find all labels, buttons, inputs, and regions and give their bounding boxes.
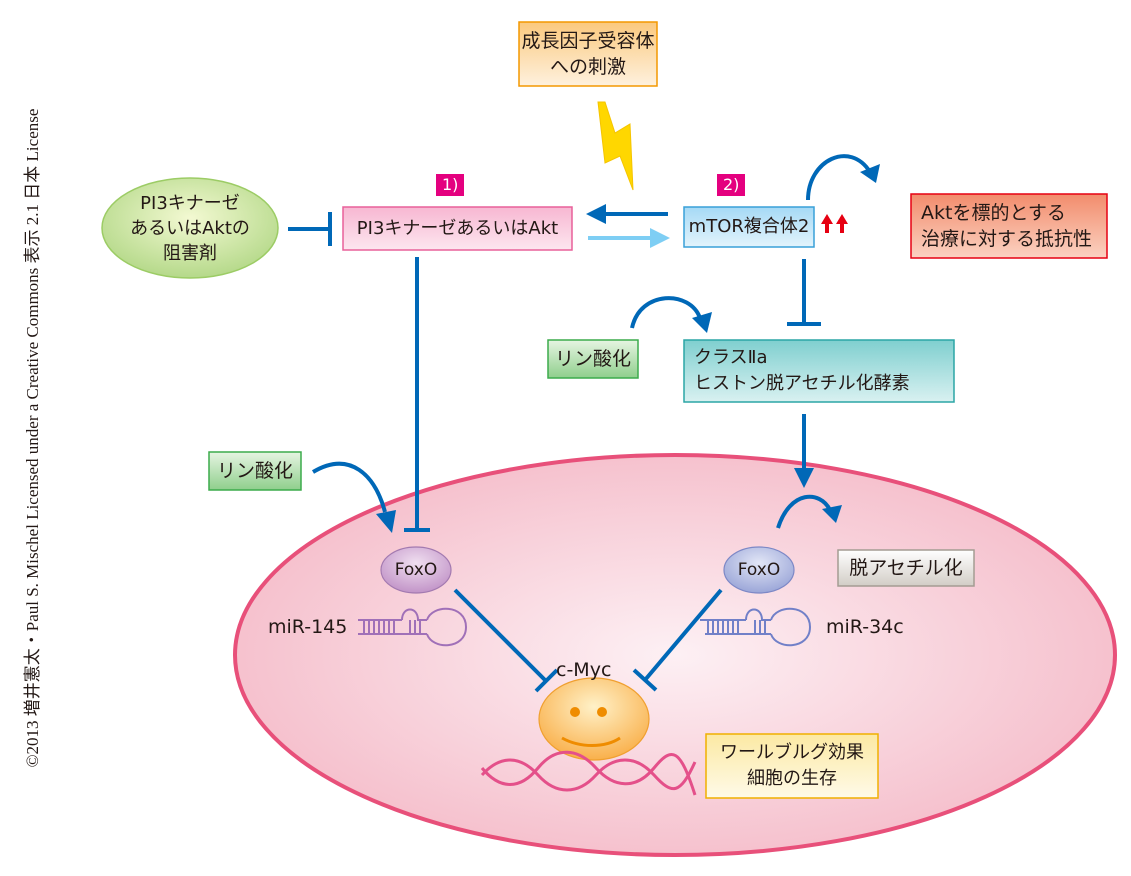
mir-145-label: miR-145	[268, 616, 348, 638]
cmyc-label: c-Myc	[556, 659, 612, 681]
foxo-left-label: FoxO	[394, 560, 438, 580]
hdac-label: クラスⅡa ヒストン脱アセチル化酵素	[694, 347, 910, 394]
tag-1: 1)	[436, 174, 465, 196]
inhibitor-ellipse	[101, 177, 279, 279]
upregulation-icon	[821, 214, 848, 233]
pi3k-akt-label: PI3キナーゼあるいはAkt	[356, 217, 559, 239]
mir-34c-label: miR-34c	[826, 616, 904, 638]
tag-2: 2)	[717, 174, 746, 196]
foxo-left-ellipse	[380, 546, 452, 594]
deacetylation-label: 脱アセチル化	[849, 557, 963, 579]
warburg-box	[705, 733, 879, 799]
phosphorylation-right-label: リン酸化	[554, 348, 631, 370]
phosphorylation-left-box	[208, 451, 302, 491]
hdac-box	[683, 339, 955, 403]
warburg-label: ワールブルグ効果 細胞の生存	[720, 742, 864, 789]
dna-helix-icon	[480, 750, 697, 796]
phosphorylation-left-label: リン酸化	[216, 460, 293, 482]
mir-34c-hairpin-icon	[700, 607, 812, 647]
growth-factor-label: 成長因子受容体 への刺激	[521, 30, 655, 78]
deacetylation-box	[837, 549, 975, 587]
cell-nucleus	[233, 453, 1117, 857]
foxo-right-ellipse	[723, 546, 795, 594]
lightning-icon	[597, 101, 634, 191]
resistance-box	[910, 193, 1108, 259]
mtorc2-label: mTOR複合体2	[688, 216, 810, 237]
cmyc-smiley-icon	[538, 677, 650, 761]
pi3k-akt-box	[342, 206, 573, 251]
resistance-label: Aktを標的とする 治療に対する抵抗性	[921, 202, 1093, 250]
foxo-right-label: FoxO	[737, 560, 781, 580]
inhibitor-label: PI3キナーゼ あるいはAktの 阻害剤	[130, 192, 250, 264]
mir-145-hairpin-icon	[358, 607, 468, 647]
phosphorylation-right-box	[547, 339, 639, 379]
mtorc2-box	[683, 206, 815, 248]
growth-factor-box	[518, 21, 658, 87]
